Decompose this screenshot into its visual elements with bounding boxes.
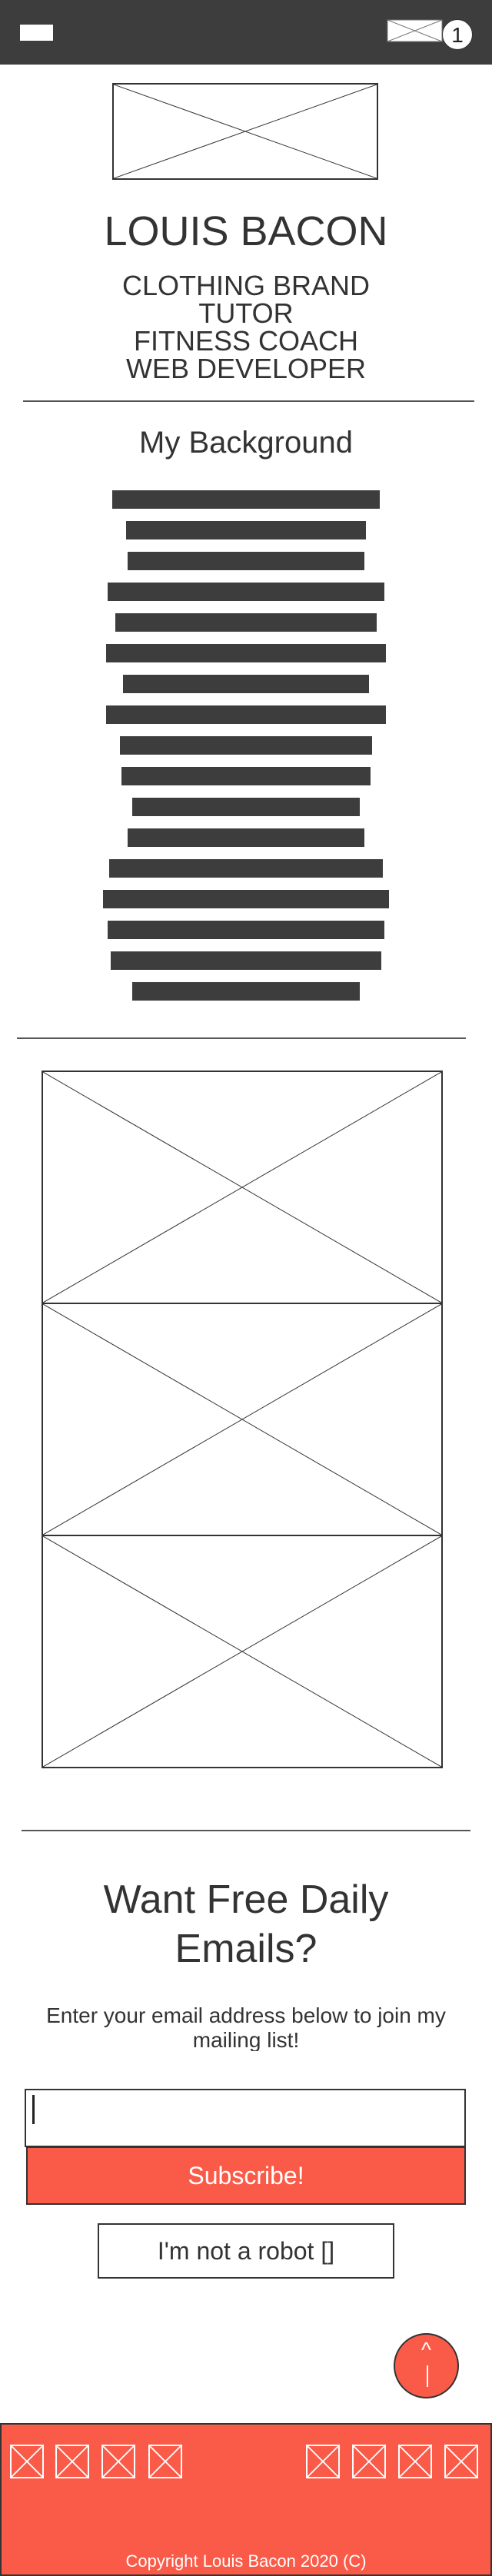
section-title-background: My Background [139,426,353,460]
arrow-up-stem [427,2365,428,2387]
email-input[interactable] [25,2089,466,2147]
gallery-image-placeholder [42,1303,443,1536]
menu-icon[interactable] [20,25,53,41]
role-item: TUTOR [198,297,294,329]
copyright-text: Copyright Louis Bacon 2020 (C) [125,2551,367,2571]
social-icon[interactable] [10,2445,44,2478]
social-icon[interactable] [101,2445,135,2478]
text-line-placeholder [128,828,364,847]
arrow-up-icon: ^ [421,2338,432,2362]
divider [17,1037,466,1039]
text-cursor [32,2095,35,2124]
subscribe-button[interactable]: Subscribe! [26,2146,466,2205]
divider [22,1830,470,1831]
text-line-placeholder [121,767,371,785]
profile-name: LOUIS BACON [104,208,388,254]
role-item: FITNESS COACH [133,325,359,357]
text-line-placeholder [115,613,377,632]
gallery-image-placeholder [42,1071,443,1304]
text-line-placeholder [108,583,384,601]
text-line-placeholder [128,552,364,570]
text-line-placeholder [103,890,389,908]
role-item: CLOTHING BRAND [121,270,371,301]
text-line-placeholder [109,859,383,878]
social-icon[interactable] [398,2445,432,2478]
text-line-placeholder [106,644,386,662]
social-icon[interactable] [444,2445,478,2478]
divider [23,400,474,402]
signup-title: Want Free Daily Emails? [0,1875,492,1973]
text-line-placeholder [120,736,372,755]
social-icon[interactable] [148,2445,182,2478]
text-line-placeholder [112,490,380,509]
signup-title-line: Want Free Daily [103,1877,389,1922]
logo-image-placeholder [112,83,378,180]
social-icon[interactable] [352,2445,386,2478]
role-item: WEB DEVELOPER [125,353,367,384]
envelope-icon[interactable] [387,19,443,42]
gallery-image-placeholder [42,1535,443,1768]
back-to-top-button[interactable]: ^ [394,2333,459,2398]
text-line-placeholder [106,705,386,724]
footer [0,2423,492,2576]
signup-description: Enter your email address below to join m… [46,2003,446,2051]
text-line-placeholder [123,675,369,693]
signup-title-line: Emails? [175,1927,317,1971]
text-line-placeholder [108,921,384,939]
text-line-placeholder [111,951,381,970]
notification-badge[interactable]: 1 [442,19,473,50]
text-line-placeholder [132,798,360,816]
text-line-placeholder [132,982,360,1001]
profile-roles: CLOTHING BRAND TUTOR FITNESS COACH WEB D… [0,272,492,383]
text-line-placeholder [126,521,366,539]
social-icon[interactable] [55,2445,89,2478]
social-icon[interactable] [306,2445,340,2478]
captcha-button[interactable]: I'm not a robot [] [98,2223,394,2279]
